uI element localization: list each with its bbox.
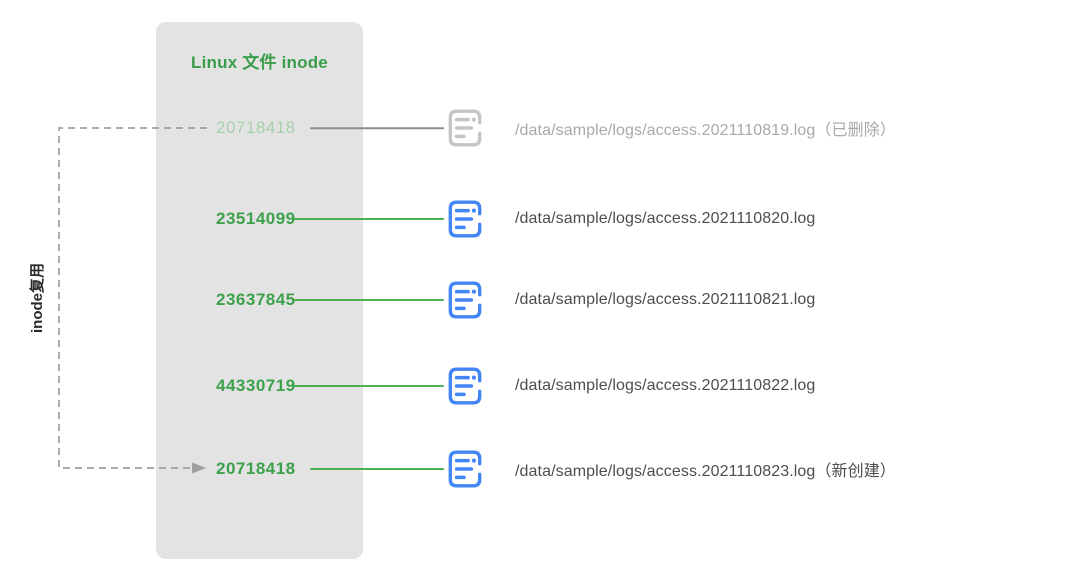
file-path: /data/sample/logs/access.2021110819.log（… (515, 122, 896, 139)
file-path: /data/sample/logs/access.2021110823.log（… (515, 463, 896, 480)
file-row-deleted: 20718418 /data/sample/logs/access.202111… (0, 107, 1080, 149)
inode-link-line (294, 299, 444, 301)
log-file-icon (444, 365, 486, 407)
log-file-icon (444, 279, 486, 321)
inode-link-line (294, 385, 444, 387)
arrowhead-icon (192, 462, 206, 474)
inode-link-line (310, 468, 444, 470)
file-row: 23514099 /data/sample/logs/access.202111… (0, 198, 1080, 240)
file-row: 23637845 /data/sample/logs/access.202111… (0, 279, 1080, 321)
inode-number: 44330719 (216, 376, 296, 395)
inode-link-line (294, 218, 444, 220)
log-file-icon (444, 448, 486, 490)
inode-reuse-connector-line (58, 127, 207, 474)
inode-link-line (310, 127, 444, 129)
file-path: /data/sample/logs/access.2021110822.log (515, 377, 816, 394)
log-file-icon (444, 198, 486, 240)
inode-number: 20718418 (216, 459, 296, 478)
file-path: /data/sample/logs/access.2021110820.log (515, 210, 816, 227)
inode-number: 23637845 (216, 290, 296, 309)
inode-number: 23514099 (216, 209, 296, 228)
inode-number: 20718418 (216, 118, 296, 137)
panel-title: Linux 文件 inode (191, 53, 328, 72)
file-path: /data/sample/logs/access.2021110821.log (515, 291, 816, 308)
file-row: 44330719 /data/sample/logs/access.202111… (0, 365, 1080, 407)
log-file-icon-deleted (444, 107, 486, 149)
file-row-reused: 20718418 /data/sample/logs/access.202111… (0, 448, 1080, 490)
